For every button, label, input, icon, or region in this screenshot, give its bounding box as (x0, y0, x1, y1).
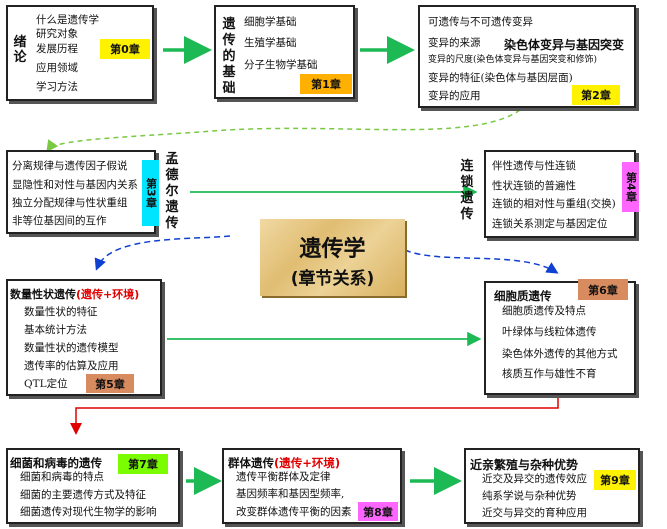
list-item: 连锁关系测定与基因定位 (492, 218, 608, 230)
list-item: 叶绿体与线粒体遗传 (502, 326, 597, 338)
list-item: 研究对象 (36, 28, 78, 40)
chapter-badge-ch3: 第3章 (142, 160, 159, 226)
box-chapter-8: 群体遗传(遗传+环境) 遗传平衡群体及定律 基因频率和基因型频率, 改变群体遗传… (222, 448, 402, 524)
box-title: 细菌和病毒的遗传 (10, 456, 102, 470)
list-item: 改变群体遗传平衡的因素 (236, 506, 352, 518)
list-item: 近交与异交的育种应用 (482, 507, 587, 519)
list-item: 遗传平衡群体及定律 (236, 471, 331, 483)
list-item: 显隐性和对性与基因内关系 (12, 179, 138, 191)
list-item: 细菌遗传对现代生物学的影响 (20, 506, 157, 518)
box-title: 数量性状遗传(遗传+环境) (10, 288, 140, 301)
arrow-center-ch6 (404, 249, 559, 274)
list-item: 变异的特征(染色体与基因层面) (428, 72, 573, 84)
list-item: 染色体外遗传的其他方式 (502, 348, 618, 360)
list-item: 分子生物学基础 (244, 59, 318, 71)
list-item: 性状连锁的普遍性 (492, 180, 576, 192)
box-title: 群体遗传(遗传+环境) (228, 456, 341, 470)
list-item: 数量性状的遗传模型 (24, 342, 119, 354)
list-item: 伴性遗传与性连锁 (492, 160, 576, 172)
list-item: 生殖学基础 (244, 37, 297, 49)
list-item: 变异的来源 (428, 37, 481, 49)
box-chapter-3: 分离规律与遗传因子假说 显隐性和对性与基因内关系 独立分配规律与性状重组 非等位… (6, 150, 156, 234)
list-item: 细菌和病毒的特点 (20, 471, 104, 483)
list-item: 分离规律与遗传因子假说 (12, 160, 128, 172)
mutation-highlight: 染色体变异与基因突变 (504, 38, 625, 52)
list-item: 可遗传与不可遗传变异 (428, 16, 533, 28)
list-item: 数量性状的特征 (24, 306, 98, 318)
box-chapter-0: 绪论 什么是遗传学 研究对象 发展历程 应用领域 学习方法 第0章 (6, 5, 154, 101)
chapter-badge: 第8章 (358, 502, 398, 521)
list-item: 什么是遗传学 (36, 14, 99, 26)
list-item: 细胞质遗传及特点 (502, 305, 586, 317)
box-chapter-6: 细胞质遗传 细胞质遗传及特点 叶绿体与线粒体遗传 染色体外遗传的其他方式 核质互… (484, 281, 636, 395)
arrow-ch6-ch7 (70, 396, 559, 435)
chapter-badge: 第5章 (86, 374, 134, 393)
list-item: 核质互作与雄性不育 (502, 368, 597, 380)
list-item: 变异的尺度(染色体变异与基因突变和修饰) (428, 55, 598, 65)
list-item: 细胞学基础 (244, 16, 297, 28)
list-item: 细菌的主要遗传方式及特征 (20, 489, 146, 501)
list-item: 纯系学说与杂种优势 (482, 490, 577, 502)
chapter-badge: 第2章 (572, 85, 620, 105)
chapter-badge-ch6: 第6章 (578, 279, 628, 300)
box-chapter-2: 可遗传与不可遗传变异 变异的来源 染色体变异与基因突变 变异的尺度(染色体变异与… (418, 5, 636, 108)
list-item: 变异的应用 (428, 90, 481, 102)
list-item: 独立分配规律与性状重组 (12, 197, 128, 209)
intro-label: 绪论 (13, 35, 27, 65)
list-item: 发展历程 (36, 43, 78, 55)
arrow-ch2-ch3 (46, 109, 521, 153)
box-title: 近亲繁殖与杂种优势 (470, 458, 579, 472)
list-item: 连锁的相对性与重组(交换) (492, 198, 616, 210)
list-item: 遗传率的估算及应用 (24, 360, 119, 372)
mendel-label: 孟德尔遗传 (165, 152, 179, 231)
list-item: 基本统计方法 (24, 324, 87, 336)
foundation-label: 遗传的基础 (222, 17, 236, 96)
list-item: 应用领域 (36, 62, 78, 74)
list-item: 基因频率和基因型频率, (236, 488, 345, 500)
box-chapter-5: 数量性状遗传(遗传+环境) 数量性状的特征 基本统计方法 数量性状的遗传模型 遗… (6, 279, 162, 396)
box-chapter-4: 伴性遗传与性连锁 性状连锁的普遍性 连锁的相对性与重组(交换) 连锁关系测定与基… (484, 150, 636, 238)
arrow-ch3-ch5 (94, 235, 231, 271)
chapter-badge: 第1章 (300, 74, 352, 94)
center-title: 遗传学 (299, 237, 366, 262)
chapter-badge-ch4: 第4章 (622, 162, 639, 212)
box-chapter-1: 遗传的基础 细胞学基础 生殖学基础 分子生物学基础 第1章 (214, 5, 355, 99)
chapter-badge-ch9: 第9章 (594, 470, 636, 490)
chapter-badge: 第0章 (100, 39, 150, 59)
list-item: QTL定位 (24, 378, 68, 390)
box-title: 细胞质遗传 (494, 289, 552, 303)
center-title-panel: 遗传学 (章节关系) (260, 219, 405, 296)
list-item: 近交及异交的遗传效应 (482, 473, 587, 485)
center-subtitle: (章节关系) (290, 269, 375, 289)
linkage-label: 连锁遗传 (460, 159, 474, 222)
list-item: 学习方法 (36, 81, 78, 93)
chapter-badge-ch7: 第7章 (118, 454, 168, 474)
list-item: 非等位基因间的互作 (12, 215, 107, 227)
